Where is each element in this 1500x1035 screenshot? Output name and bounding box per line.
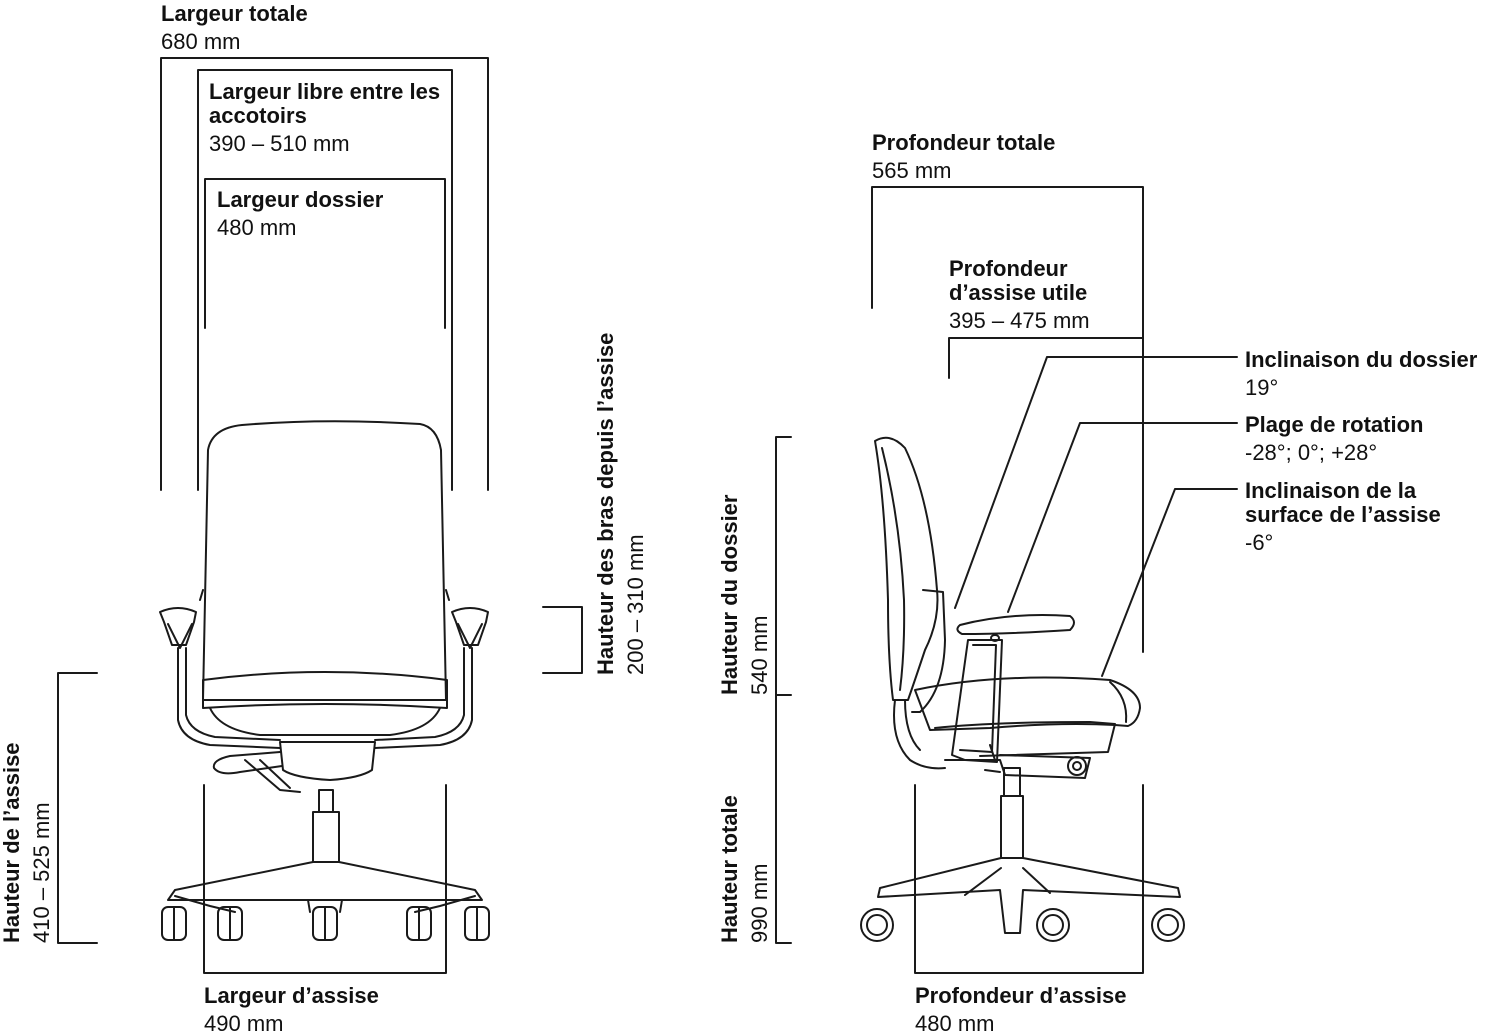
- back-recline-value: 19°: [1245, 374, 1279, 400]
- rotation-range-title: Plage de rotation: [1245, 412, 1424, 437]
- total-depth-label: Profondeur totale 565 mm: [872, 131, 1055, 183]
- armrest-clearance-label: Largeur libre entre les accotoirs 390 – …: [209, 80, 440, 155]
- usable-seat-depth-bracket: [948, 337, 1144, 379]
- seat-tilt-leader: [1101, 488, 1238, 677]
- backrest-height-label: Hauteur du dossier 540 mm: [717, 494, 772, 695]
- front-dimension-lines: [57, 57, 583, 974]
- seat-depth-title: Profondeur d’assise: [915, 983, 1127, 1008]
- total-width-value: 680 mm: [161, 28, 241, 54]
- total-height-title: Hauteur totale: [717, 795, 742, 943]
- total-depth-value: 565 mm: [872, 157, 952, 183]
- seat-height-label: Hauteur de l’assise 410 – 525 mm: [0, 742, 54, 943]
- rotation-range-label: Plage de rotation -28°; 0°; +28°: [1245, 413, 1423, 465]
- backrest-width-title: Largeur dossier: [217, 187, 384, 212]
- front-casters: [161, 906, 490, 941]
- backrest-width-value: 480 mm: [217, 214, 297, 240]
- total-width-title: Largeur totale: [161, 1, 308, 26]
- seat-height-title: Hauteur de l’assise: [0, 742, 24, 943]
- total-width-label: Largeur totale 680 mm: [161, 2, 308, 54]
- seat-depth-bracket: [914, 784, 1144, 974]
- side-seat: [914, 676, 1141, 731]
- seat-width-bracket: [203, 784, 447, 974]
- usable-seat-depth-title-2: d’assise utile: [949, 279, 1088, 305]
- side-casters: [860, 908, 1185, 942]
- usable-seat-depth-label: Profondeur d’assise utile 395 – 475 mm: [949, 257, 1090, 332]
- front-base: [167, 861, 483, 901]
- front-column: [312, 811, 340, 863]
- backrest-width-label: Largeur dossier 480 mm: [217, 188, 383, 240]
- seat-tilt-value: -6°: [1245, 529, 1274, 555]
- seat-height-value: 410 – 525 mm: [28, 802, 54, 943]
- arm-height-label: Hauteur des bras depuis l’assise 200 – 3…: [593, 332, 648, 675]
- front-column-top: [318, 789, 334, 813]
- total-width-bracket: [160, 57, 489, 491]
- rotation-range-value: -28°; 0°; +28°: [1245, 439, 1378, 465]
- front-backrest: [202, 420, 447, 701]
- back-recline-leader: [954, 356, 1238, 609]
- total-depth-title: Profondeur totale: [872, 130, 1056, 155]
- rotation-range-leader: [1007, 422, 1238, 613]
- seat-depth-value: 480 mm: [915, 1010, 995, 1035]
- back-recline-title: Inclinaison du dossier: [1245, 347, 1478, 372]
- seat-width-label: Largeur d’assise 490 mm: [204, 984, 379, 1035]
- total-height-label: Hauteur totale 990 mm: [717, 795, 772, 943]
- side-knob: [1067, 756, 1087, 776]
- front-right-arm: [451, 607, 489, 646]
- usable-seat-depth-value: 395 – 475 mm: [949, 307, 1090, 333]
- arm-height-bracket: [542, 606, 583, 674]
- armrest-clearance-bracket: [197, 69, 453, 491]
- seat-width-title: Largeur d’assise: [204, 983, 379, 1008]
- side-dimension-lines: [775, 186, 1238, 974]
- seat-tilt-label: Inclinaison de la surface de l’assise -6…: [1245, 479, 1441, 554]
- side-column: [1000, 795, 1024, 859]
- side-backrest: [874, 436, 939, 701]
- armrest-clearance-title-2: accotoirs: [209, 102, 307, 128]
- height-bracket: [775, 436, 792, 944]
- backrest-height-title: Hauteur du dossier: [717, 494, 742, 695]
- armrest-clearance-title-1: Largeur libre entre les: [209, 79, 441, 104]
- armrest-clearance-value: 390 – 510 mm: [209, 130, 350, 156]
- backrest-height-value: 540 mm: [746, 615, 772, 695]
- side-arm-pad: [956, 614, 1075, 635]
- front-chair: [159, 420, 490, 941]
- front-seat: [202, 671, 448, 709]
- side-base: [877, 857, 1181, 934]
- total-height-value: 990 mm: [746, 863, 772, 943]
- seat-depth-label: Profondeur d’assise 480 mm: [915, 984, 1127, 1035]
- back-recline-label: Inclinaison du dossier 19°: [1245, 348, 1477, 400]
- arm-height-title: Hauteur des bras depuis l’assise: [593, 332, 618, 675]
- seat-height-bracket: [57, 672, 98, 944]
- side-column-top: [1003, 767, 1021, 797]
- arm-height-value: 200 – 310 mm: [622, 534, 648, 675]
- backrest-width-bracket: [204, 178, 446, 329]
- usable-seat-depth-title-1: Profondeur: [949, 256, 1068, 281]
- total-depth-bracket: [871, 186, 1144, 653]
- seat-width-value: 490 mm: [204, 1010, 284, 1035]
- side-chair: [860, 436, 1185, 942]
- seat-tilt-title-1: Inclinaison de la: [1245, 478, 1417, 503]
- front-mechanism: [279, 741, 376, 781]
- seat-tilt-title-2: surface de l’assise: [1245, 501, 1441, 527]
